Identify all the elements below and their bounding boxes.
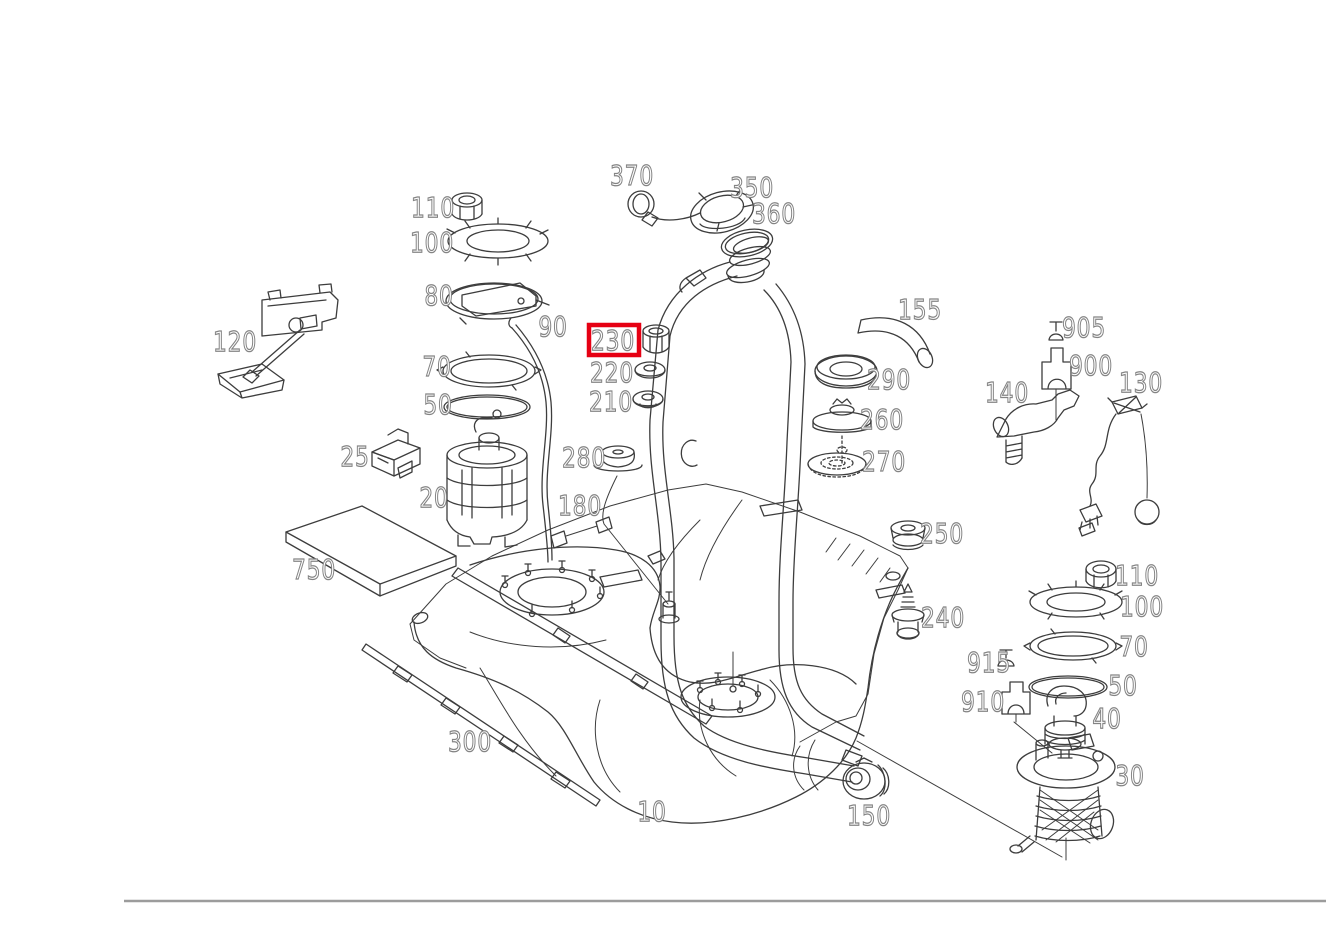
part-label-230[interactable]: 230 (590, 324, 635, 357)
part-drawing-40-vent-valve (1044, 685, 1087, 759)
part-drawing-900-bracket (1041, 347, 1072, 421)
part-label-370[interactable]: 370 (609, 159, 654, 192)
part-label-120[interactable]: 120 (212, 325, 257, 358)
part-drawing-210-washer (632, 390, 664, 409)
part-label-90[interactable]: 90 (538, 310, 568, 343)
part-drawing-360-seal-ring (720, 228, 774, 258)
part-label-10[interactable]: 10 (637, 795, 667, 828)
part-drawing-155-hose (857, 317, 934, 369)
part-label-290[interactable]: 290 (866, 363, 911, 396)
leader-lines-module-30 (856, 721, 1067, 861)
part-drawing-260-valve (812, 398, 872, 464)
part-drawing-915-pin (997, 649, 1015, 667)
part-label-150[interactable]: 150 (846, 799, 891, 832)
part-drawing-910-bracket (1001, 681, 1031, 723)
part-drawing-110-left-nut (451, 192, 483, 221)
part-label-750[interactable]: 750 (291, 553, 336, 586)
part-drawing-240-clip (891, 583, 925, 640)
part-label-80[interactable]: 80 (424, 279, 454, 312)
part-drawing-130-level-sensor (1078, 395, 1160, 537)
part-label-210[interactable]: 210 (588, 385, 633, 418)
part-label-360[interactable]: 360 (751, 197, 796, 230)
part-drawing-90-rod (508, 317, 553, 563)
part-label-20[interactable]: 20 (419, 481, 449, 514)
part-label-250[interactable]: 250 (919, 517, 964, 550)
part-label-350[interactable]: 350 (729, 171, 774, 204)
part-drawing-750-pad (285, 505, 457, 597)
part-label-905[interactable]: 905 (1061, 311, 1106, 344)
part-label-100-left[interactable]: 100 (409, 226, 454, 259)
part-label-70-right[interactable]: 70 (1119, 630, 1149, 663)
part-label-50-left[interactable]: 50 (423, 388, 453, 421)
part-label-70-left[interactable]: 70 (422, 350, 452, 383)
part-drawing-80-cover-plate (445, 282, 550, 325)
part-label-40[interactable]: 40 (1092, 702, 1122, 735)
part-label-240[interactable]: 240 (920, 601, 965, 634)
part-label-155[interactable]: 155 (897, 293, 942, 326)
part-drawing-230-nut (642, 324, 670, 354)
part-label-110-left[interactable]: 110 (410, 191, 455, 224)
part-drawing-250-grommet (890, 520, 926, 551)
part-label-25[interactable]: 25 (340, 440, 370, 473)
part-label-50-right[interactable]: 50 (1108, 669, 1138, 702)
part-drawing-150-plug (842, 757, 890, 800)
part-label-140[interactable]: 140 (984, 376, 1029, 409)
part-drawing-50-right-seal (1028, 675, 1108, 699)
part-drawing-50-left-seal (443, 394, 531, 420)
part-label-260[interactable]: 260 (859, 403, 904, 436)
part-drawing-70-left-ring (436, 351, 542, 391)
part-label-270[interactable]: 270 (861, 445, 906, 478)
part-label-30[interactable]: 30 (1115, 759, 1145, 792)
part-drawing-30-pump-module (1009, 733, 1116, 854)
part-label-110-right[interactable]: 110 (1114, 559, 1159, 592)
part-drawing-300-strap (361, 643, 601, 807)
part-drawing-10-fuel-tank (409, 483, 909, 824)
part-drawing-25-bracket (371, 428, 421, 479)
part-label-180[interactable]: 180 (557, 489, 602, 522)
part-label-915[interactable]: 915 (966, 646, 1011, 679)
part-drawing-100-right-lock-ring (1028, 580, 1123, 620)
part-drawing-350-fuel-cap (690, 188, 754, 234)
part-drawing-280-grommet (593, 445, 680, 624)
part-drawing-100-left-lock-ring (446, 217, 549, 266)
part-drawing-140-valve (992, 389, 1080, 465)
part-label-130[interactable]: 130 (1118, 366, 1163, 399)
part-label-280[interactable]: 280 (561, 441, 606, 474)
part-label-900[interactable]: 900 (1068, 349, 1113, 382)
part-drawing-180-clips (550, 516, 613, 549)
part-drawing-290-ring (814, 354, 878, 389)
highlight-box-230 (586, 322, 642, 358)
part-drawing-20-fuel-pump (446, 409, 528, 548)
part-drawing-270-disc (807, 452, 867, 478)
part-label-910[interactable]: 910 (960, 685, 1005, 718)
part-label-220[interactable]: 220 (589, 356, 634, 389)
part-label-100-right[interactable]: 100 (1119, 590, 1164, 623)
part-drawing-220-grommet (634, 361, 666, 379)
part-drawing-70-right-ring (1023, 628, 1123, 664)
part-drawing-370-cap-tether (627, 190, 701, 227)
part-label-300[interactable]: 300 (447, 725, 492, 758)
part-drawing-110-right-nut (1085, 560, 1117, 589)
part-drawing-905-pin (1048, 321, 1064, 341)
part-drawing-120-level-sender (217, 283, 339, 399)
